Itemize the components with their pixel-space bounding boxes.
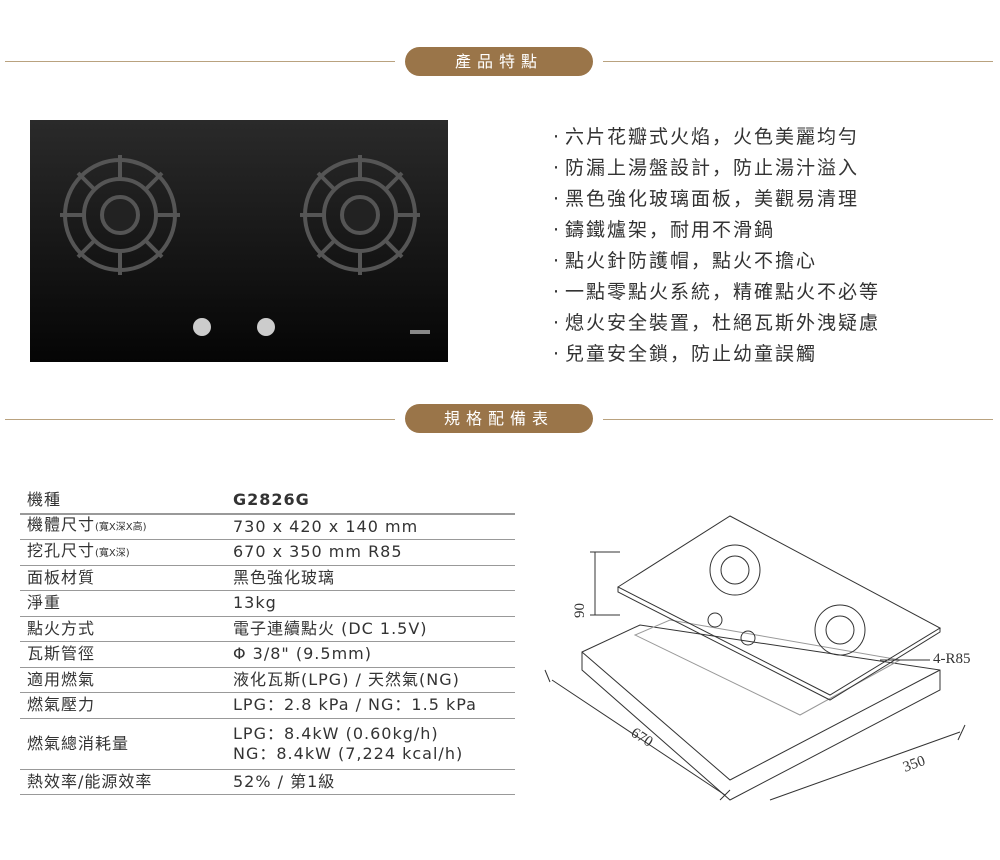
spec-label: 瓦斯管徑 — [20, 641, 225, 668]
feature-item: 兒童安全鎖，防止幼童誤觸 — [553, 339, 880, 370]
table-row: 挖孔尺寸(寬X深) 670 x 350 mm R85 — [20, 539, 515, 566]
section-title-features: 產品特點 — [405, 47, 593, 76]
spec-label: 燃氣總消耗量 — [20, 718, 225, 770]
feature-item: 鑄鐵爐架，耐用不滑鍋 — [553, 215, 880, 246]
spec-label: 熱效率/能源效率 — [20, 769, 225, 795]
table-row: 機體尺寸(寬X深X高) 730 x 420 x 140 mm — [20, 513, 515, 540]
spec-value: G2826G — [225, 488, 515, 515]
product-photo — [30, 120, 448, 362]
spec-value: 液化瓦斯(LPG) / 天然氣(NG) — [225, 667, 515, 693]
spec-label: 挖孔尺寸 — [27, 540, 96, 560]
burner-right — [300, 155, 420, 275]
spec-label: 燃氣壓力 — [20, 692, 225, 719]
table-row: 適用燃氣液化瓦斯(LPG) / 天然氣(NG) — [20, 667, 515, 693]
table-row: 燃氣總消耗量 LPG：8.4kW (0.60kg/h)NG：8.4kW (7,22… — [20, 718, 515, 770]
spec-label: 面板材質 — [20, 565, 225, 591]
dim-height: 90 — [572, 603, 588, 618]
spec-label: 淨重 — [20, 590, 225, 617]
table-row: 面板材質黑色強化玻璃 — [20, 565, 515, 591]
countertop — [581, 624, 941, 801]
dim-width: 670 — [628, 725, 656, 751]
spec-note: (寬X深) — [95, 547, 130, 559]
spec-label: 點火方式 — [20, 616, 225, 642]
cutout — [633, 619, 902, 716]
feature-item: 黑色強化玻璃面板，美觀易清理 — [553, 184, 880, 215]
divider — [5, 419, 395, 420]
table-row: 點火方式電子連續點火 (DC 1.5V) — [20, 616, 515, 642]
cooktop — [616, 515, 942, 696]
dimension-diagram: 90 670 350 4-R85 — [544, 515, 971, 801]
feature-list: 六片花瓣式火焰，火色美麗均勻 防漏上湯盤設計，防止湯汁溢入 黑色強化玻璃面板，美… — [553, 122, 880, 370]
dim-depth: 350 — [901, 753, 928, 776]
feature-item: 防漏上湯盤設計，防止湯汁溢入 — [553, 153, 880, 184]
spec-value: NG：8.4kW (7,224 kcal/h) — [233, 743, 464, 763]
spec-label: 機體尺寸 — [27, 515, 96, 535]
spec-value: 黑色強化玻璃 — [225, 565, 515, 591]
divider — [603, 61, 993, 62]
spec-value: 52% / 第1級 — [225, 769, 515, 795]
divider — [603, 419, 993, 420]
dim-radius: 4-R85 — [933, 651, 971, 667]
feature-item: 熄火安全裝置，杜絕瓦斯外洩疑慮 — [553, 308, 880, 339]
feature-item: 一點零點火系統，精確點火不必等 — [553, 277, 880, 308]
spec-label: 機種 — [20, 488, 225, 515]
feature-item: 點火針防護帽，點火不擔心 — [553, 246, 880, 277]
spec-value: 730 x 420 x 140 mm — [225, 513, 515, 540]
feature-item: 六片花瓣式火焰，火色美麗均勻 — [553, 122, 880, 153]
spec-note: (寬X深X高) — [95, 522, 147, 534]
burner-left — [60, 155, 180, 275]
spec-value: LPG：2.8 kPa / NG：1.5 kPa — [225, 692, 515, 719]
spec-value: LPG：8.4kW (0.60kg/h) — [233, 723, 439, 743]
spec-value: 670 x 350 mm R85 — [225, 539, 515, 566]
spec-value: Φ 3/8" (9.5mm) — [225, 641, 515, 668]
spec-value: 電子連續點火 (DC 1.5V) — [225, 616, 515, 642]
divider — [5, 61, 395, 62]
spec-value: 13kg — [225, 590, 515, 617]
section-title-specs: 規格配備表 — [405, 404, 593, 433]
spec-label: 適用燃氣 — [20, 667, 225, 693]
knob-icon — [193, 318, 275, 336]
